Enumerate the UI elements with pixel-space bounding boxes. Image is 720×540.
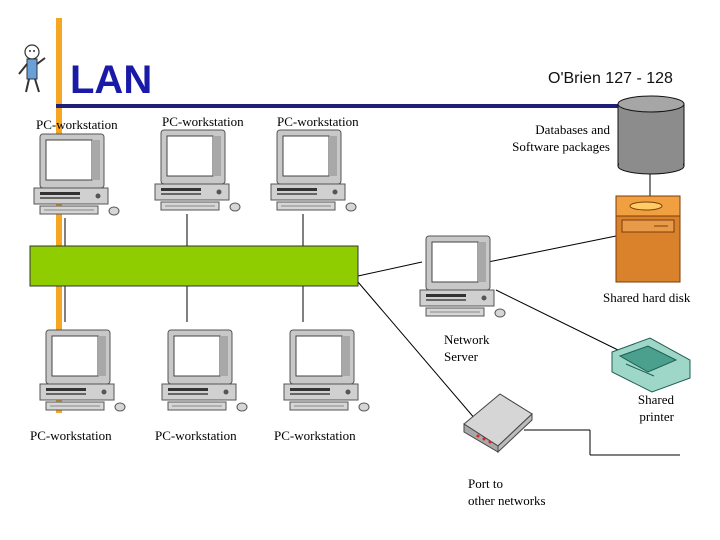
desktop-computer-icon <box>33 133 120 216</box>
accent-vertical-bar <box>56 18 62 413</box>
pc-bottom-2-label: PC-workstation <box>155 428 237 443</box>
slide-reference: O'Brien 127 - 128 <box>548 70 673 87</box>
printer-label: Shared printer <box>614 391 674 425</box>
connection-lines <box>64 172 680 456</box>
header-rule <box>56 104 684 108</box>
desktop-computer-icon <box>270 129 357 212</box>
pc-top-2-label: PC-workstation <box>162 114 244 129</box>
databases-label-line2: Software packages <box>512 139 610 154</box>
desktop-computer-icon <box>39 329 126 412</box>
pc-top-3-label: PC-workstation <box>277 114 359 129</box>
desktop-computer-icon <box>161 329 248 412</box>
port-label-line2: other networks <box>468 493 546 508</box>
printer-label-line1: Shared <box>637 392 674 407</box>
printer-label-line2: printer <box>639 409 674 424</box>
pc-top-1-label: PC-workstation <box>36 117 118 132</box>
desktop-computer-icon <box>419 235 506 318</box>
network-server-label-line1: Network <box>444 332 490 347</box>
network-port-icon <box>463 393 533 454</box>
databases-label-line1: Databases and <box>535 122 610 137</box>
printer-icon <box>611 337 691 393</box>
pc-bottom-1-label: PC-workstation <box>30 428 112 443</box>
figure-mascot-icon <box>18 44 46 93</box>
network-server-label-line2: Server <box>444 349 478 364</box>
network-bus <box>29 245 359 287</box>
port-label: Port to other networks <box>468 475 546 509</box>
port-label-line1: Port to <box>468 476 504 491</box>
slide-title: LAN <box>70 58 153 102</box>
databases-label: Databases and Software packages <box>500 121 610 155</box>
shared-disk-label: Shared hard disk <box>603 290 691 305</box>
desktop-computer-icon <box>283 329 370 412</box>
network-server-label: Network Server <box>444 331 490 365</box>
pc-bottom-3-label: PC-workstation <box>274 428 356 443</box>
database-cylinder-icon <box>617 95 685 175</box>
desktop-computer-icon <box>154 129 241 212</box>
hard-disk-tower-icon <box>615 195 681 283</box>
